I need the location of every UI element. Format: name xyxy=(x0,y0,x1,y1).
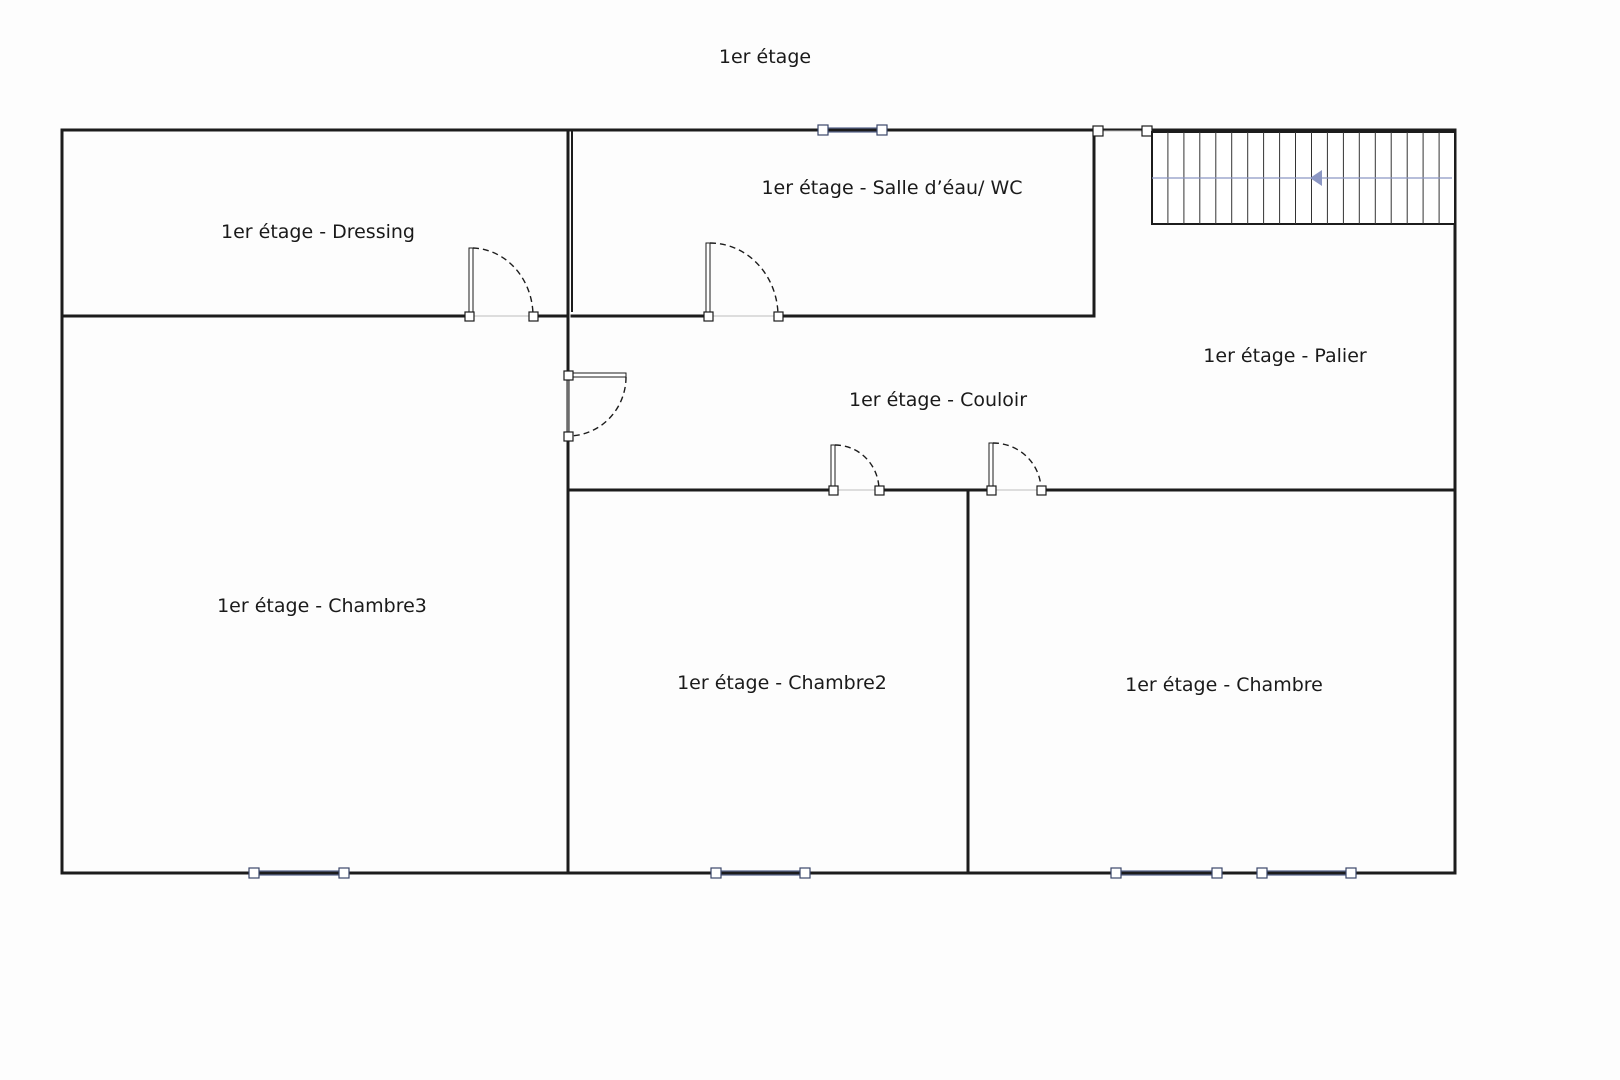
window-chambre3[interactable] xyxy=(248,867,350,879)
door-hinge-node xyxy=(986,485,997,496)
door-hinge-node xyxy=(828,485,839,496)
door-latch-node xyxy=(874,485,885,496)
door-chambre2[interactable] xyxy=(828,444,885,496)
window-node xyxy=(876,124,888,136)
window-node xyxy=(1256,867,1268,879)
door-latch-node xyxy=(528,311,539,322)
door-latch-node xyxy=(1036,485,1047,496)
stair-opening-node-right xyxy=(1141,125,1153,137)
door-salle-eau[interactable] xyxy=(703,242,784,322)
door-leaf xyxy=(567,372,627,378)
room-label-dressing: 1er étage - Dressing xyxy=(221,221,415,243)
window-node xyxy=(710,867,722,879)
door-swing-arc xyxy=(992,442,1042,491)
window-node xyxy=(338,867,350,879)
room-label-chambre3: 1er étage - Chambre3 xyxy=(217,595,427,617)
door-swing-arc xyxy=(834,444,880,491)
door-swing-arc xyxy=(709,242,779,317)
window-node xyxy=(799,867,811,879)
room-label-couloir: 1er étage - Couloir xyxy=(849,389,1027,411)
plan-title: 1er étage xyxy=(719,46,811,68)
door-hinge-node xyxy=(464,311,475,322)
window-node xyxy=(817,124,829,136)
room-label-palier: 1er étage - Palier xyxy=(1203,345,1367,367)
door-leaf xyxy=(988,442,994,491)
door-swing-arc xyxy=(567,376,627,437)
room-labels: 1er étage - Dressing 1er étage - Salle d… xyxy=(217,177,1367,696)
door-leaf xyxy=(705,242,711,317)
door-dressing[interactable] xyxy=(464,247,539,322)
window-chambre-right[interactable] xyxy=(1256,867,1357,879)
room-label-chambre: 1er étage - Chambre xyxy=(1125,674,1323,696)
window-node xyxy=(248,867,260,879)
door-thresholds xyxy=(469,130,1147,491)
room-label-chambre2: 1er étage - Chambre2 xyxy=(677,672,887,694)
door-hinge-node xyxy=(703,311,714,322)
door-leaf xyxy=(468,247,474,317)
staircase[interactable] xyxy=(1151,131,1456,225)
door-chambre[interactable] xyxy=(986,442,1047,496)
door-leaf xyxy=(830,444,836,491)
outer-walls xyxy=(60,128,1457,875)
window-node xyxy=(1211,867,1223,879)
window-chambre-left[interactable] xyxy=(1110,867,1223,879)
stair-direction-arrow-icon xyxy=(1310,170,1322,186)
window-node xyxy=(1345,867,1357,879)
room-label-salle-eau: 1er étage - Salle d’éau/ WC xyxy=(761,177,1022,199)
window-node xyxy=(1110,867,1122,879)
window-chambre2[interactable] xyxy=(710,867,811,879)
door-swing-arc xyxy=(472,247,534,317)
door-hinge-node xyxy=(563,370,574,381)
door-chambre3[interactable] xyxy=(563,370,627,442)
stair-opening-node-left xyxy=(1092,125,1104,137)
door-latch-node xyxy=(773,311,784,322)
door-latch-node xyxy=(563,431,574,442)
window-salle-eau[interactable] xyxy=(817,124,888,136)
